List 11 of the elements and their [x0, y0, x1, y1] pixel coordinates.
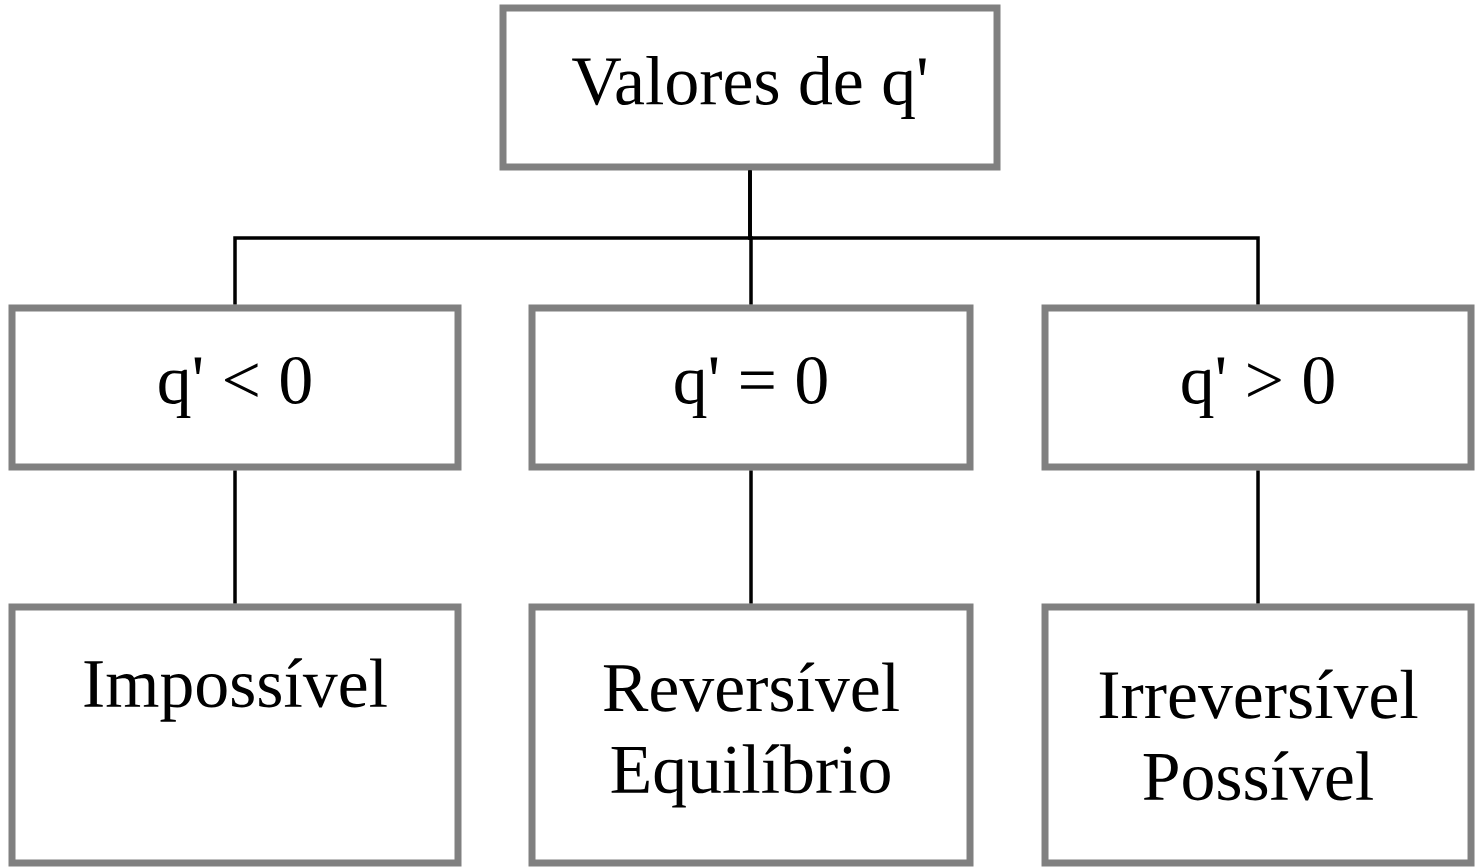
box: Irreversível Possível	[1041, 603, 1475, 867]
connector-line	[233, 470, 237, 604]
box: Impossível	[8, 603, 462, 867]
connector-line	[1256, 470, 1260, 604]
box: Valores de q'	[499, 4, 1001, 171]
box: Reversível Equilíbrio	[528, 603, 974, 867]
box: q' = 0	[528, 304, 974, 471]
connector-line	[749, 470, 753, 604]
box: q' < 0	[8, 304, 462, 471]
box: q' > 0	[1041, 304, 1475, 471]
connector-line	[748, 170, 1260, 305]
